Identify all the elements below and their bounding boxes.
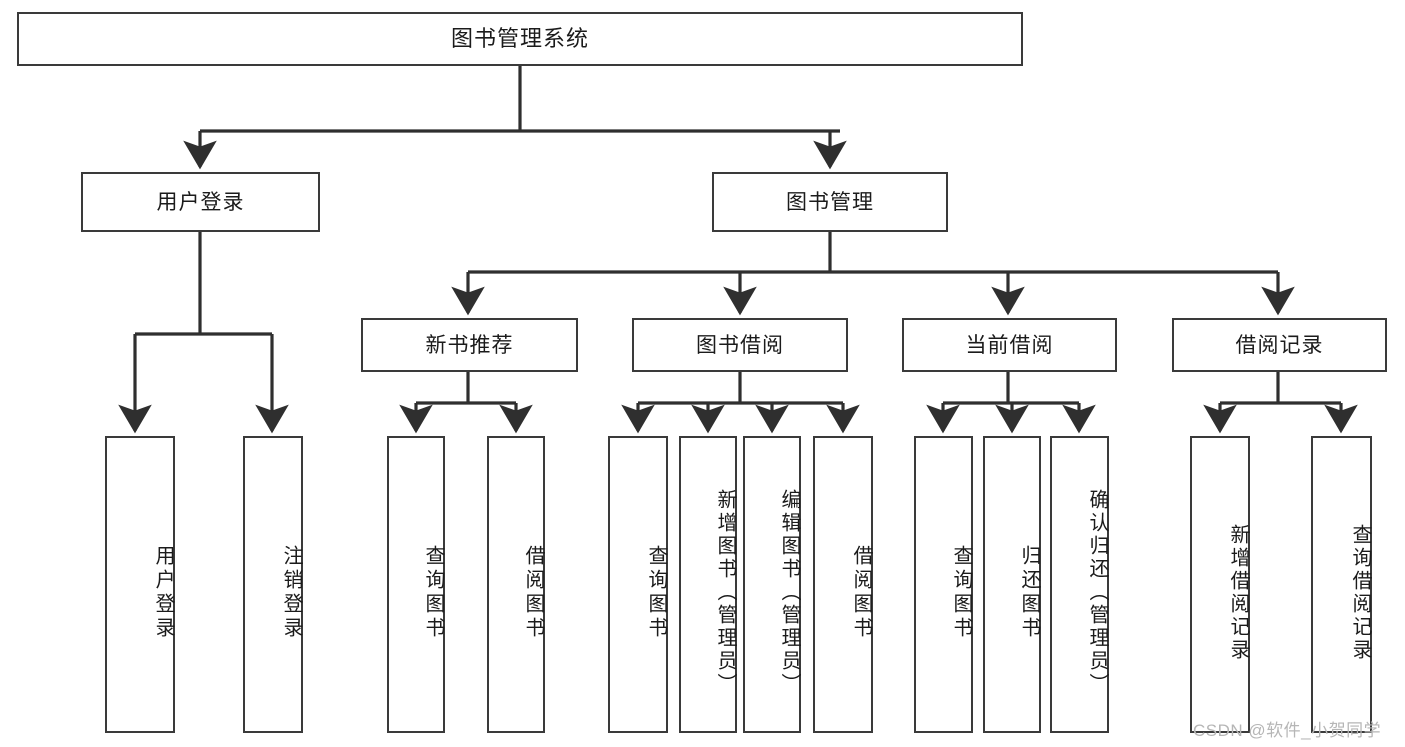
leaf-query-borrow-record[interactable]: 查询借阅记录	[1311, 436, 1372, 733]
leaf-query-book-recommend[interactable]: 查询图书	[387, 436, 445, 733]
leaf-user-logout[interactable]: 注销登录	[243, 436, 303, 733]
csdn-watermark: CSDN @软件_小贺同学	[1193, 721, 1382, 740]
leaf-user-login[interactable]: 用户登录	[105, 436, 175, 733]
leaf-borrow-book-recommend[interactable]: 借阅图书	[487, 436, 545, 733]
leaf-add-book-admin[interactable]: 新增图书（管理员）	[679, 436, 737, 733]
node-new-book-recommend[interactable]: 新书推荐	[361, 318, 578, 372]
leaf-return-book[interactable]: 归还图书	[983, 436, 1041, 733]
leaf-confirm-return-admin[interactable]: 确认归还（管理员）	[1050, 436, 1109, 733]
node-user-login[interactable]: 用户登录	[81, 172, 320, 232]
leaf-query-book-current[interactable]: 查询图书	[914, 436, 973, 733]
leaf-add-borrow-record[interactable]: 新增借阅记录	[1190, 436, 1250, 733]
leaf-edit-book-admin[interactable]: 编辑图书（管理员）	[743, 436, 801, 733]
node-root[interactable]: 图书管理系统	[17, 12, 1023, 66]
node-book-management[interactable]: 图书管理	[712, 172, 948, 232]
leaf-lend-book[interactable]: 借阅图书	[813, 436, 873, 733]
leaf-query-book-borrow[interactable]: 查询图书	[608, 436, 668, 733]
node-book-borrow[interactable]: 图书借阅	[632, 318, 848, 372]
node-borrow-records[interactable]: 借阅记录	[1172, 318, 1387, 372]
node-current-borrow[interactable]: 当前借阅	[902, 318, 1117, 372]
